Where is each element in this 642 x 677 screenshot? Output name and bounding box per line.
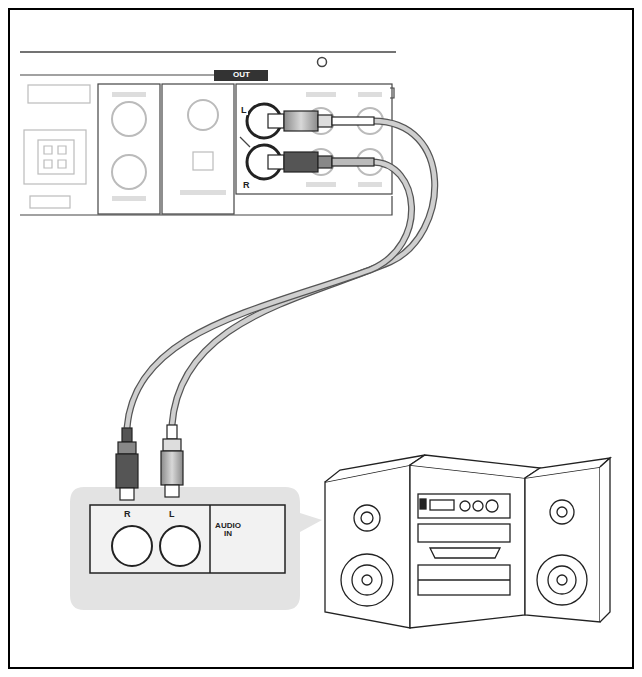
input-label: AUDIO IN — [210, 522, 246, 539]
player-plugs — [247, 104, 374, 179]
stereo-system — [325, 455, 610, 628]
channel-label: L — [168, 510, 176, 519]
audio-cables — [127, 121, 435, 428]
player-back-panel — [20, 52, 396, 215]
output-label: OUT — [232, 71, 251, 79]
receiver-plugs — [116, 425, 183, 500]
channel-label: L — [240, 106, 248, 115]
out-label-bar — [214, 70, 268, 81]
audio-in-panel — [90, 505, 285, 573]
frame — [9, 9, 633, 668]
channel-label: R — [123, 510, 132, 519]
callout-bubble — [70, 487, 322, 610]
channel-label: R — [242, 181, 251, 190]
